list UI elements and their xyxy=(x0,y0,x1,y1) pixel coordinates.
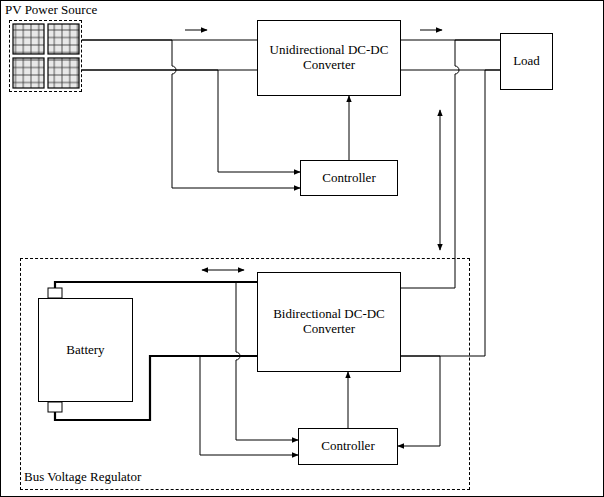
pv-panel xyxy=(48,58,79,88)
wire xyxy=(401,70,500,356)
arrow-line xyxy=(185,30,207,31)
connector xyxy=(398,356,440,446)
controller-box: Controller xyxy=(300,160,398,196)
box-label: Load xyxy=(513,54,540,69)
battery-terminal xyxy=(48,402,62,412)
arrow-line xyxy=(349,96,350,160)
pv-panel xyxy=(13,24,44,54)
converter-box: Bidirectional DC-DC Converter xyxy=(257,272,401,372)
pv-panel xyxy=(13,58,44,88)
converter-box: Unidirectional DC-DC Converter xyxy=(257,20,401,96)
box-label: Unidirectional DC-DC Converter xyxy=(264,43,394,73)
connector xyxy=(349,96,350,160)
arrow-line xyxy=(440,110,441,250)
pv-panel xyxy=(48,24,79,54)
arrow-line xyxy=(202,270,244,271)
connector xyxy=(348,372,349,428)
battery-box: Battery xyxy=(38,298,133,402)
wire xyxy=(55,282,257,288)
connector xyxy=(82,30,257,70)
pv-source-box: PV Power Source xyxy=(9,20,82,92)
arrow-line xyxy=(348,372,349,428)
connector xyxy=(401,30,500,70)
arrow-line xyxy=(420,30,442,31)
arrow-line xyxy=(398,356,440,446)
box-label: Controller xyxy=(322,171,375,186)
group-label: Bus Voltage Regulator xyxy=(24,470,141,485)
box-label: Battery xyxy=(66,343,104,358)
pv-panels xyxy=(13,24,79,88)
battery-terminal xyxy=(48,288,62,298)
regulator-region: Battery Bidirectional DC-DC ConverterCont… xyxy=(20,258,470,490)
box-label: Bidirectional DC-DC Converter xyxy=(264,307,394,337)
box-label: Controller xyxy=(321,439,374,454)
controller-box: Controller xyxy=(298,428,398,465)
connector xyxy=(401,40,500,356)
load-box: Load xyxy=(500,33,553,90)
group-label: PV Power Source xyxy=(5,3,97,18)
